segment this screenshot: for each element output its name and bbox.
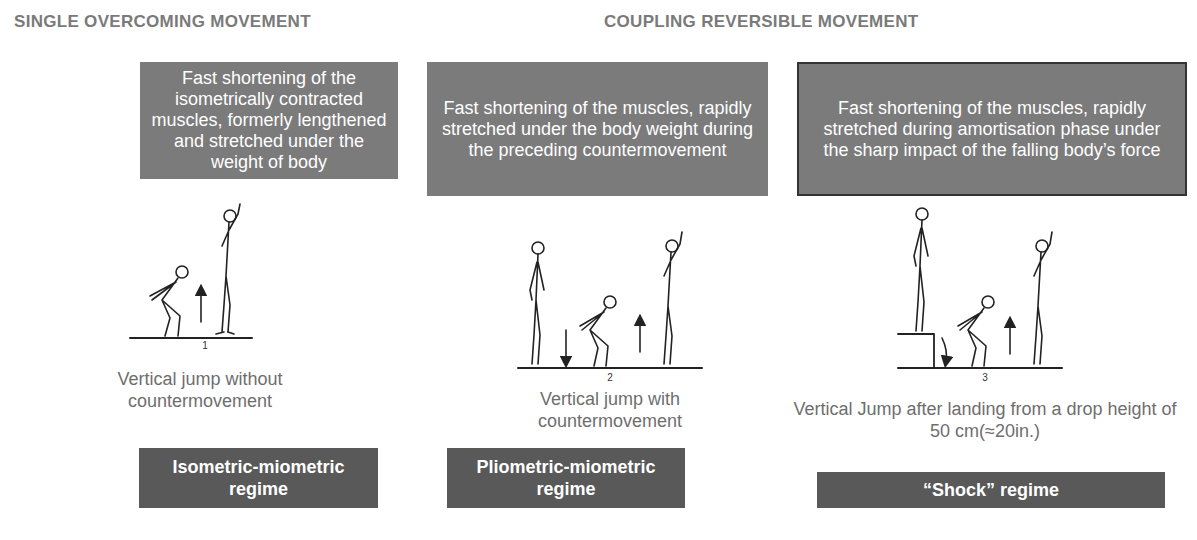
standing-figure bbox=[914, 208, 928, 331]
box-text: Pliometric-miometric regime bbox=[457, 456, 675, 500]
box-text: Fast shortening of the muscles, rapidly … bbox=[437, 98, 758, 161]
box-text: Isometric-miometric regime bbox=[149, 456, 368, 500]
box-text: Fast shortening of the isometrically con… bbox=[150, 68, 388, 173]
standing-arms-up-figure bbox=[664, 232, 682, 364]
figure-number: 1 bbox=[193, 340, 217, 351]
figure-number: 3 bbox=[973, 372, 997, 383]
regime-box: Isometric-miometric regime bbox=[139, 448, 378, 508]
figure-caption: Vertical Jump after landing from a drop … bbox=[790, 398, 1180, 442]
description-box: Fast shortening of the muscles, rapidly … bbox=[797, 62, 1187, 196]
box-text: Fast shortening of the muscles, rapidly … bbox=[809, 98, 1175, 161]
description-box: Fast shortening of the isometrically con… bbox=[140, 62, 398, 179]
description-box: Fast shortening of the muscles, rapidly … bbox=[427, 62, 768, 196]
standing-arms-up-figure bbox=[216, 204, 240, 334]
regime-box: “Shock” regime bbox=[817, 472, 1165, 508]
crouch-figure bbox=[150, 266, 188, 336]
standing-figure bbox=[530, 242, 544, 364]
figure-caption: Vertical jump with countermovement bbox=[480, 388, 740, 432]
crouch-figure bbox=[580, 296, 616, 366]
regime-box: Pliometric-miometric regime bbox=[447, 448, 685, 508]
section-heading: COUPLING REVERSIBLE MOVEMENT bbox=[604, 12, 1024, 32]
section-heading: SINGLE OVERCOMING MOVEMENT bbox=[14, 12, 414, 32]
figure-number: 2 bbox=[598, 372, 622, 383]
drop-platform bbox=[898, 334, 934, 368]
standing-arms-up-figure bbox=[1034, 232, 1052, 364]
box-text: “Shock” regime bbox=[923, 479, 1059, 501]
figure-caption: Vertical jump without countermovement bbox=[60, 368, 340, 412]
crouch-figure bbox=[958, 296, 994, 366]
